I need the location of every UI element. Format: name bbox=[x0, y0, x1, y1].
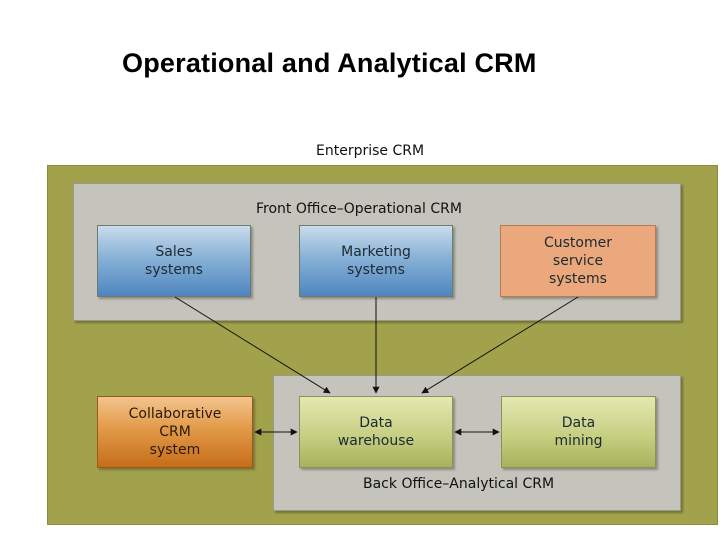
sales-systems-node: Sales systems bbox=[97, 225, 251, 297]
back-office-label: Back Office–Analytical CRM bbox=[363, 476, 555, 492]
data-mining-label: Data mining bbox=[554, 415, 603, 449]
marketing-systems-node: Marketing systems bbox=[299, 225, 453, 297]
slide-title: Operational and Analytical CRM bbox=[122, 48, 537, 78]
data-warehouse-node: Data warehouse bbox=[299, 396, 453, 468]
data-mining-node: Data mining bbox=[501, 396, 656, 468]
collaborative-crm-node: Collaborative CRM system bbox=[97, 396, 253, 468]
sales-systems-label: Sales systems bbox=[145, 244, 203, 278]
collaborative-crm-label: Collaborative CRM system bbox=[128, 406, 222, 458]
customer-service-systems-node: Customer service systems bbox=[500, 225, 656, 297]
data-warehouse-label: Data warehouse bbox=[337, 415, 415, 449]
marketing-systems-label: Marketing systems bbox=[341, 244, 411, 278]
customer-service-systems-label: Customer service systems bbox=[543, 235, 612, 287]
front-office-label: Front Office–Operational CRM bbox=[256, 201, 462, 217]
enterprise-crm-label: Enterprise CRM bbox=[316, 143, 425, 159]
